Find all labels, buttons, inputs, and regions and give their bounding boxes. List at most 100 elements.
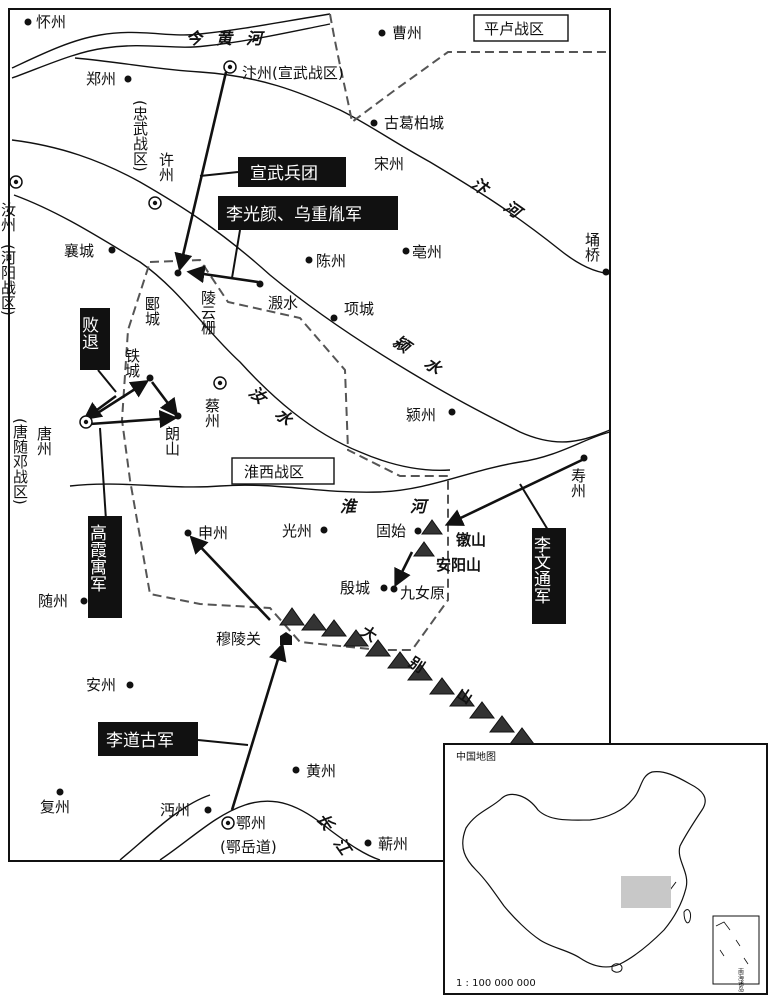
label-liguangyan-army: 李光颜、乌重胤军 [226, 205, 362, 225]
anzhou-dot [126, 681, 134, 689]
tiecheng-to-langshan-arrow [150, 381, 179, 417]
label-huaihe: 淮河 [340, 497, 480, 516]
label-ruzhou: 汝州 [0, 202, 17, 232]
label-qizhou: 蕲州 [378, 835, 408, 853]
highlight-region [621, 876, 671, 908]
label-shouzhou: 寿州 [569, 468, 587, 498]
zhengzhou-dot [124, 75, 132, 83]
label-bianzhou: 汴州(宣武战区) [242, 64, 344, 82]
jiunuyuan-dot [390, 585, 398, 593]
pinglu-zone-box [473, 14, 569, 42]
liguangyan-arrow [186, 265, 259, 284]
label-baitui: 败退 [78, 316, 99, 350]
label-liwentong-army: 李文通军 [530, 536, 551, 604]
tiecheng-dot [146, 374, 154, 382]
baitui-retreat-arrow [83, 394, 117, 421]
label-fuzhou: 复州 [40, 798, 70, 816]
label-xiangcheng: 项城 [344, 300, 374, 318]
label-bozhou: 亳州 [412, 243, 442, 261]
yincheng-dot [380, 584, 388, 592]
label-shuishui: 溵水 [268, 294, 298, 312]
lidaogu-army-box [98, 722, 198, 756]
label-shenzhou: 申州 [198, 524, 228, 542]
label-jiunuyuan: 九女原 [400, 584, 445, 602]
label-yancheng: 郾城 [143, 296, 161, 327]
lidaogu-arrow [230, 642, 287, 811]
label-yingzhou: 颍州 [406, 406, 436, 424]
label-xiangcheng-city: 襄城 [64, 242, 94, 260]
gaoxiayu-army-box [88, 516, 122, 618]
label-anzhou: 安州 [86, 676, 116, 694]
huanghe-river-line [11, 13, 331, 69]
gaoxiayu-arrow-to-tiecheng [95, 380, 150, 416]
xuanwu-arrow [174, 71, 228, 272]
huanghe-river-line-2 [11, 23, 331, 79]
label-heyang-zone: (河阳战区) [0, 244, 17, 316]
tangzhou-to-langshan-arrow [89, 409, 178, 429]
mulingguan-to-shenzhou-arrow [189, 535, 271, 621]
label-huangzhou: 黄州 [306, 762, 336, 780]
gushi-to-jiunuyuan-arrow [394, 551, 414, 588]
label-ezhou: 鄂州 [236, 814, 266, 832]
label-caizhou: 蔡州 [203, 398, 221, 428]
mulingguan-pass-icon [280, 632, 292, 645]
label-anyangshan: 安阳山 [436, 556, 481, 574]
baitui-leader [97, 369, 117, 393]
label-ezhou-dao: (鄂岳道) [220, 838, 277, 856]
shouzhou-dot [580, 454, 588, 462]
label-gaoxiayu-army: 高霞寓军 [86, 524, 106, 592]
label-guangzhou: 光州 [282, 522, 312, 540]
bianhe-river-line [74, 57, 611, 275]
shenzhou-dot [184, 529, 192, 537]
label-zhengzhou: 郑州 [86, 70, 116, 88]
huaixi-boundary [120, 258, 449, 651]
label-huanghe: 今黄河 [186, 29, 276, 48]
qizhou-dot [364, 839, 372, 847]
chenzhou-dot [305, 256, 313, 264]
label-nanhai: 南海诸岛 [737, 967, 744, 993]
label-xuzhou: 许州 [157, 152, 175, 182]
guangzhou-dot [320, 526, 328, 534]
liwentong-arrow [444, 458, 583, 526]
shuishui-dot [256, 280, 264, 288]
label-langshan: 朗山 [163, 426, 181, 456]
nanhai-inset-box [712, 915, 760, 985]
huaixi-zone-box [231, 457, 335, 485]
map-frame [8, 8, 611, 862]
xiangcheng-dot [330, 314, 338, 322]
langshan-dot [174, 412, 182, 420]
mianzhou-dot [204, 806, 212, 814]
rushui-river-line [13, 194, 451, 472]
label-inset-scale: 1 : 100 000 000 [456, 978, 536, 989]
yongqiao-dot [602, 268, 610, 276]
suizhou-dot [80, 597, 88, 605]
huaizhou-dot [24, 18, 32, 26]
label-huaizhou: 怀州 [36, 13, 66, 31]
baitui-box [80, 308, 110, 370]
label-caozhou: 曹州 [392, 24, 422, 42]
label-lidaogu-army: 李道古军 [106, 731, 174, 751]
label-yincheng: 殷城 [340, 579, 370, 597]
label-inset-title: 中国地图 [456, 750, 496, 763]
yancheng-dot [174, 269, 182, 277]
gugebocheng-dot [370, 119, 378, 127]
label-songzhou: 宋州 [374, 155, 404, 173]
taiwan-island [683, 909, 691, 924]
label-xuanwu-army: 宣武兵团 [250, 164, 318, 184]
changjiang-river-line [159, 800, 381, 861]
china-outline [462, 771, 706, 968]
xuanwu-leader [199, 171, 239, 177]
label-tiecheng: 铁城 [123, 348, 141, 379]
fuzhou-dot [56, 788, 64, 796]
china-inset-map: 中国地图 南海诸岛 1 : 100 000 000 [443, 743, 768, 995]
label-tangsuideng-zone: (唐随邓战区) [11, 418, 29, 505]
liwentong-army-box [532, 528, 566, 624]
yingshui-river-line [11, 139, 611, 443]
label-huaixi-zone: 淮西战区 [244, 463, 304, 481]
bozhou-dot [402, 247, 410, 255]
xuanwu-army-box [238, 157, 346, 187]
gushi-dot [414, 527, 422, 535]
liwentong-leader [519, 483, 549, 531]
gaoxiayu-leader [99, 427, 107, 521]
label-gugebocheng: 古葛柏城 [384, 114, 444, 132]
